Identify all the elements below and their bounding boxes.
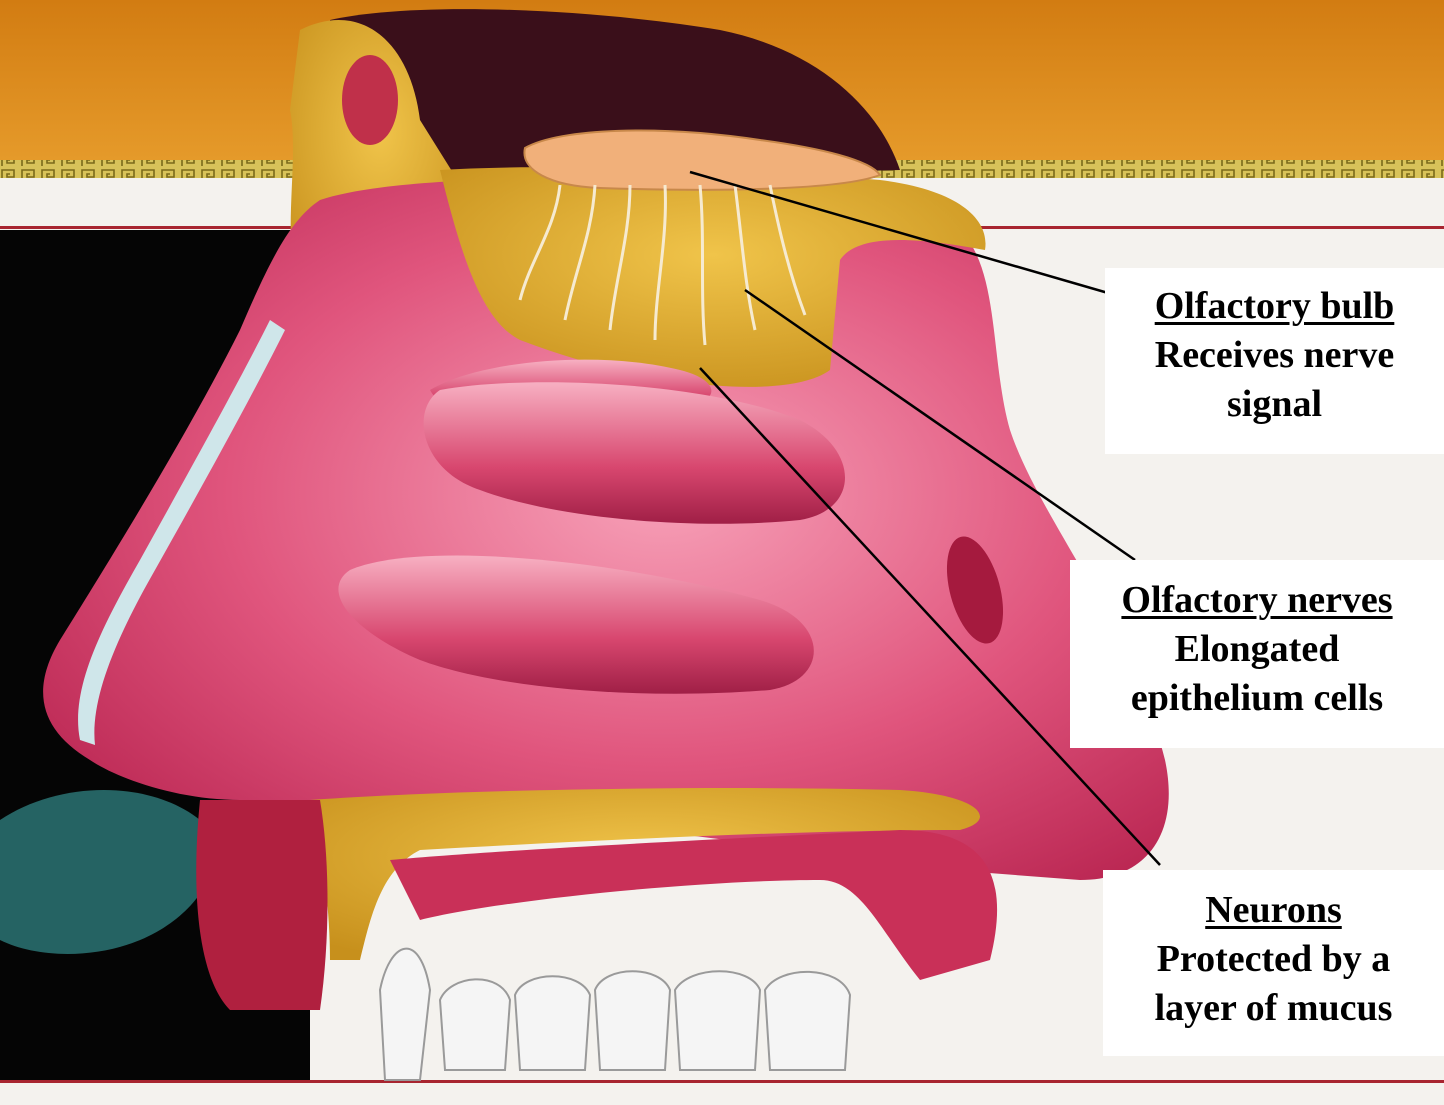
label-neurons: Neurons Protected by a layer of mucus [1103,870,1444,1056]
label-description-line: epithelium cells [1070,674,1444,723]
upper-lip [196,800,327,1010]
label-description-line: Protected by a [1103,935,1444,984]
label-description-line: Receives nerve [1105,331,1444,380]
label-title: Olfactory bulb [1155,285,1395,327]
red-rule-bottom [0,1080,1444,1083]
label-title: Neurons [1205,889,1342,931]
label-description-line: layer of mucus [1103,984,1444,1033]
label-olfactory-nerves: Olfactory nerves Elongated epithelium ce… [1070,560,1444,748]
label-description-line: Elongated [1070,625,1444,674]
label-title: Olfactory nerves [1121,579,1392,621]
label-description-line: signal [1105,380,1444,429]
label-olfactory-bulb: Olfactory bulb Receives nerve signal [1105,268,1444,454]
frontal-sinus [342,55,398,145]
